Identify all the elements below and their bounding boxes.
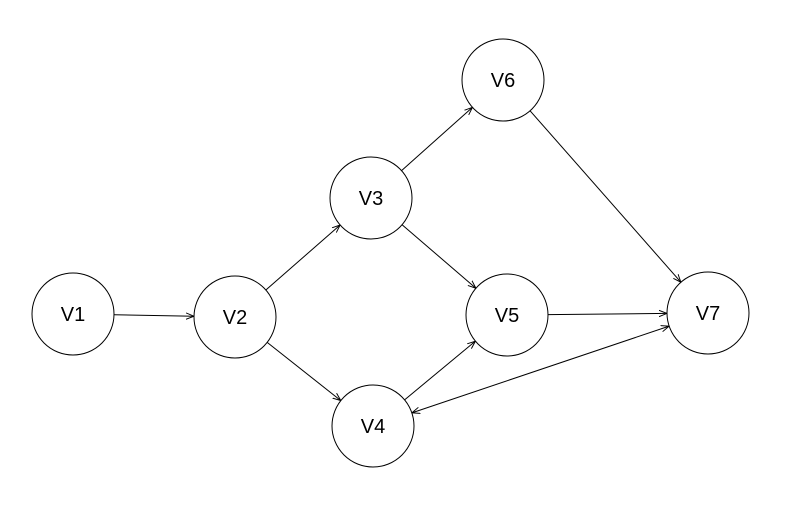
- edge-v2-v3: [265, 225, 340, 291]
- node-circle: [465, 273, 549, 357]
- node-label: V3: [359, 188, 383, 210]
- node-label: V4: [361, 416, 385, 438]
- node-label: V5: [495, 305, 519, 327]
- edge-v3-v6: [401, 107, 473, 172]
- node-v3: V3: [329, 156, 413, 240]
- edge-v1-v2: [113, 315, 194, 316]
- node-v4: V4: [331, 384, 415, 468]
- edge-v6-v7: [529, 110, 681, 282]
- edge-v2-v4: [266, 342, 341, 400]
- node-v2: V2: [193, 275, 277, 359]
- node-circle: [461, 38, 545, 122]
- node-circle: [331, 384, 415, 468]
- edge-v4-v5: [404, 341, 476, 401]
- node-v5: V5: [465, 273, 549, 357]
- edges-layer: [113, 107, 681, 413]
- edge-v3-v5: [401, 224, 476, 289]
- node-circle: [193, 275, 277, 359]
- node-label: V7: [696, 303, 720, 325]
- node-circle: [31, 272, 115, 356]
- edge-v4-v7: [412, 326, 669, 413]
- node-circle: [329, 156, 413, 240]
- node-label: V1: [61, 304, 85, 326]
- node-v7: V7: [666, 271, 750, 355]
- node-label: V2: [223, 307, 247, 329]
- node-circle: [666, 271, 750, 355]
- node-label: V6: [491, 70, 515, 92]
- node-v6: V6: [461, 38, 545, 122]
- node-v1: V1: [31, 272, 115, 356]
- edge-v5-v7: [547, 313, 667, 314]
